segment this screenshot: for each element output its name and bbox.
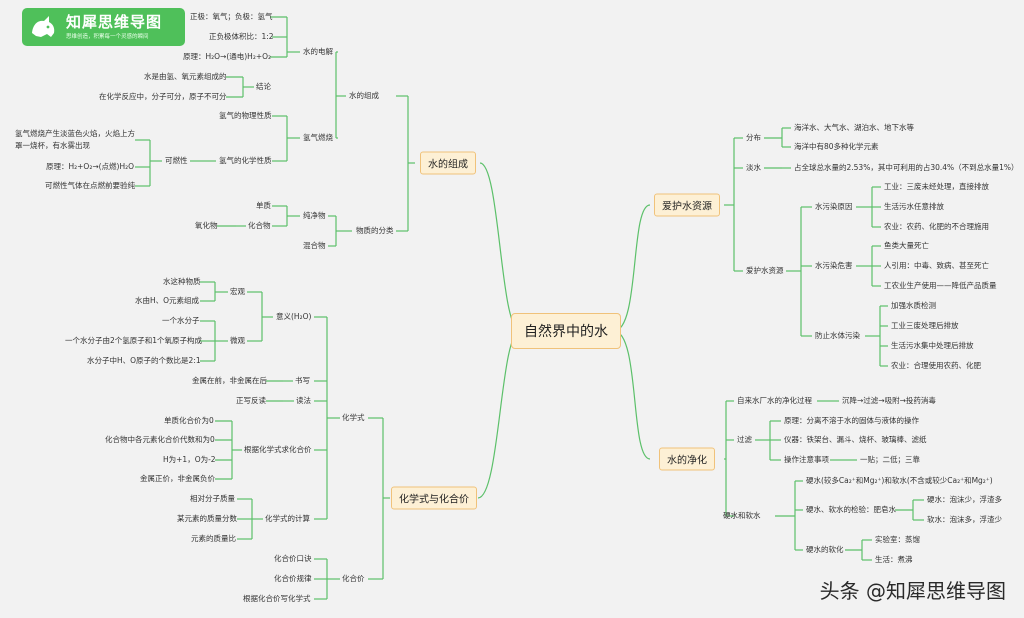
leaf-micro-ratio[interactable]: 水分子中H、O原子的个数比是2:1 (87, 356, 201, 365)
node-pollution-harm[interactable]: 水污染危害 (815, 261, 853, 270)
node-meaning[interactable]: 意义(H₂O) (276, 312, 312, 321)
leaf-prevent-domestic[interactable]: 生活污水集中处理后排放 (891, 341, 974, 350)
leaf-flame-a[interactable]: 氢气燃烧产生淡蓝色火焰，火焰上方 (15, 129, 135, 138)
leaf-hard-soft-def[interactable]: 硬水(较多Ca₂⁺和Mg₂⁺)和软水(不含或较少Ca₂⁺和Mg₂⁺) (806, 476, 993, 485)
logo-slogan: 思维创造，积累每一个灵感的瞬间 (66, 34, 149, 40)
leaf-macro-elements[interactable]: 水由H、O元素组成 (135, 296, 200, 305)
leaf-cause-industry[interactable]: 工业：三废未经处理，直接排放 (884, 182, 989, 191)
leaf-molecular-mass[interactable]: 相对分子质量 (190, 494, 235, 503)
watermark: 头条 @知犀思维导图 (819, 579, 1006, 603)
leaf-valence-metal[interactable]: 金属正价，非金属负价 (140, 474, 215, 483)
node-softening[interactable]: 硬水的软化 (806, 545, 844, 554)
leaf-valence-rhyme[interactable]: 化合价口诀 (274, 554, 312, 563)
branch-purify[interactable]: 水的净化 (659, 447, 715, 471)
node-fresh-water[interactable]: 淡水 (746, 163, 761, 172)
node-water-makeup[interactable]: 水的组成 (349, 91, 379, 100)
leaf-dist-waters[interactable]: 海洋水、大气水、湖泊水、地下水等 (794, 123, 914, 132)
leaf-electrolysis-principle[interactable]: 原理：H₂O→(通电)H₂+O₂ (183, 52, 272, 61)
node-chem-formula[interactable]: 化学式 (342, 413, 365, 422)
leaf-filtration-principle[interactable]: 原理：分离不溶于水的固体与液体的操作 (784, 416, 919, 425)
node-care[interactable]: 爱护水资源 (746, 266, 784, 275)
leaf-filtration-tools[interactable]: 仪器：铁架台、漏斗、烧杯、玻璃棒、滤纸 (784, 435, 927, 444)
leaf-valence-ho[interactable]: H为+1，O为-2 (163, 455, 216, 464)
leaf-harm-human[interactable]: 人引用：中毒、致病、甚至死亡 (884, 261, 989, 270)
leaf-prevent-monitor[interactable]: 加强水质检测 (891, 301, 936, 310)
leaf-writing-rule[interactable]: 金属在前，非金属在后 (192, 376, 267, 385)
leaf-conclusion-elements[interactable]: 水是由氢、氧元素组成的 (144, 72, 227, 81)
logo-title: 知犀思维导图 (66, 13, 163, 31)
node-conclusion[interactable]: 结论 (256, 82, 271, 91)
leaf-mass-ratio[interactable]: 元素的质量比 (191, 534, 236, 543)
leaf-prevent-agriculture[interactable]: 农业：合理使用农药、化肥 (891, 361, 981, 370)
node-macro[interactable]: 宏观 (230, 287, 245, 296)
leaf-soft-lab[interactable]: 实验室：蒸馏 (875, 535, 920, 544)
brand-logo: 知犀思维导图 思维创造，积累每一个灵感的瞬间 (22, 8, 185, 46)
node-compound[interactable]: 化合物 (248, 221, 271, 230)
node-pollution-cause[interactable]: 水污染原因 (815, 202, 853, 211)
leaf-electrolysis-poles[interactable]: 正极：氧气；负极：氢气 (190, 12, 273, 21)
leaf-prevent-industry[interactable]: 工业三废处理后排放 (891, 321, 959, 330)
leaf-mass-fraction[interactable]: 某元素的质量分数 (177, 514, 237, 523)
branch-water-composition[interactable]: 水的组成 (420, 151, 476, 175)
node-h2-chemical[interactable]: 氢气的化学性质 (219, 156, 272, 165)
node-pure[interactable]: 纯净物 (303, 211, 326, 220)
leaf-verify-purity[interactable]: 可燃性气体在点燃前要验纯 (45, 181, 135, 190)
root-node[interactable]: 自然界中的水 (511, 313, 621, 349)
node-filtration-notes[interactable]: 操作注意事项 (784, 455, 829, 464)
leaf-cause-domestic[interactable]: 生活污水任意排放 (884, 202, 944, 211)
leaf-filtration-notes[interactable]: 一贴；二低；三靠 (860, 455, 920, 464)
leaf-valence-element[interactable]: 单质化合价为0 (164, 416, 214, 425)
leaf-mixture[interactable]: 混合物 (303, 241, 326, 250)
node-h2-burning[interactable]: 氢气燃烧 (303, 133, 333, 142)
rhino-icon (32, 16, 55, 37)
leaf-test-hard[interactable]: 硬水：泡沫少，浮渣多 (927, 495, 1002, 504)
node-test[interactable]: 硬水、软水的检验：肥皂水 (806, 505, 896, 514)
leaf-plant-steps[interactable]: 沉降→过滤→吸附→投药消毒 (842, 396, 936, 405)
node-formula-calc[interactable]: 化学式的计算 (265, 514, 310, 523)
leaf-reading-rule[interactable]: 正写反读 (236, 396, 266, 405)
node-distribution[interactable]: 分布 (746, 133, 761, 142)
node-h2-physical[interactable]: 氢气的物理性质 (219, 111, 272, 120)
node-prevent[interactable]: 防止水体污染 (815, 331, 860, 340)
node-electrolysis[interactable]: 水的电解 (303, 47, 333, 56)
leaf-fresh-water[interactable]: 占全球总水量的2.53%，其中可利用的占30.4%（不到总水量1%） (794, 163, 1019, 172)
leaf-electrolysis-ratio[interactable]: 正负极体积比：1:2 (209, 32, 274, 41)
leaf-test-soft[interactable]: 软水：泡沫多，浮渣少 (927, 515, 1002, 524)
leaf-flame-b[interactable]: 罩一烧杯，有水雾出现 (15, 141, 90, 150)
leaf-micro-molecule[interactable]: 一个水分子 (162, 316, 200, 325)
leaf-valence-law[interactable]: 化合价规律 (274, 574, 312, 583)
node-writing[interactable]: 书写 (295, 376, 310, 385)
leaf-cause-agriculture[interactable]: 农业：农药、化肥的不合理施用 (884, 222, 989, 231)
leaf-element[interactable]: 单质 (256, 201, 271, 210)
node-hard-soft[interactable]: 硬水和软水 (723, 511, 761, 520)
leaf-valence-sum[interactable]: 化合物中各元素化合价代数和为0 (105, 435, 215, 444)
node-micro[interactable]: 微观 (230, 336, 245, 345)
node-classification[interactable]: 物质的分类 (356, 226, 394, 235)
leaf-harm-production[interactable]: 工农业生产使用——降低产品质量 (884, 281, 997, 290)
branch-protect[interactable]: 爱护水资源 (654, 193, 720, 217)
node-flammable[interactable]: 可燃性 (165, 156, 188, 165)
node-valence-calc[interactable]: 根据化学式求化合价 (244, 445, 312, 454)
node-filtration[interactable]: 过滤 (737, 435, 752, 444)
leaf-micro-atoms[interactable]: 一个水分子由2个氢原子和1个氧原子构成 (65, 336, 203, 345)
leaf-valence-write[interactable]: 根据化合价写化学式 (243, 594, 311, 603)
leaf-soft-life[interactable]: 生活：煮沸 (875, 555, 913, 564)
node-valence[interactable]: 化合价 (342, 574, 365, 583)
leaf-macro-substance[interactable]: 水这种物质 (163, 277, 201, 286)
leaf-conclusion-molecules[interactable]: 在化学反应中，分子可分，原子不可分 (99, 92, 227, 101)
leaf-dist-ocean[interactable]: 海洋中有80多种化学元素 (794, 142, 879, 151)
leaf-harm-fish[interactable]: 鱼类大量死亡 (884, 241, 929, 250)
node-reading[interactable]: 读法 (296, 396, 311, 405)
branch-formula[interactable]: 化学式与化合价 (391, 486, 477, 510)
leaf-oxide[interactable]: 氧化物 (195, 221, 218, 230)
leaf-flame-principle[interactable]: 原理：H₂+O₂→(点燃)H₂O (46, 162, 135, 171)
node-plant[interactable]: 自来水厂水的净化过程 (737, 396, 812, 405)
